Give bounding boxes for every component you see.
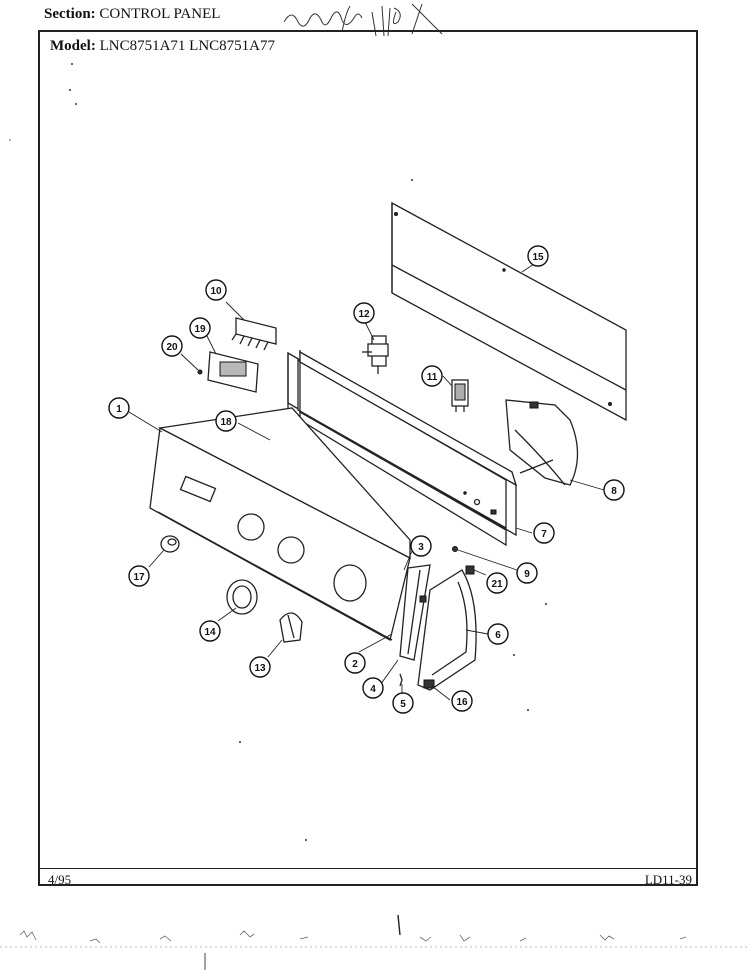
part-5-screw	[399, 673, 403, 687]
diagram-frame	[38, 30, 698, 886]
part-15-rear-panel	[391, 201, 627, 422]
svg-text:21: 21	[491, 579, 503, 590]
page-id: LD11-39	[644, 872, 692, 887]
callout-14: 14	[199, 620, 221, 642]
section-heading: Section: CONTROL PANEL	[44, 6, 220, 23]
part-17-knob	[160, 535, 180, 553]
callout-8: 8	[603, 479, 625, 501]
handwritten-signature	[283, 3, 443, 37]
svg-text:7: 7	[541, 529, 547, 540]
callout-16: 16	[451, 690, 473, 712]
section-value: CONTROL PANEL	[99, 6, 221, 22]
svg-text:19: 19	[194, 324, 206, 335]
callout-12: 12	[353, 302, 375, 324]
part-9-screw	[452, 546, 458, 552]
svg-text:4: 4	[370, 684, 376, 695]
callout-18: 18	[215, 410, 237, 432]
svg-text:11: 11	[427, 372, 438, 383]
svg-text:13: 13	[254, 663, 266, 674]
svg-text:18: 18	[220, 417, 232, 428]
part-16-clip	[423, 679, 435, 689]
callout-4: 4	[362, 677, 384, 699]
svg-text:20: 20	[166, 342, 178, 353]
revision-date: 4/95	[48, 872, 72, 887]
callout-2: 2	[344, 652, 366, 674]
model-label: Model:	[50, 38, 96, 54]
svg-text:6: 6	[495, 630, 501, 641]
model-heading: Model: LNC8751A71 LNC8751A77	[50, 38, 275, 55]
part-19-switch-bracket	[197, 351, 259, 393]
svg-text:3: 3	[418, 542, 424, 553]
callout-19: 19	[189, 317, 211, 339]
callout-6: 6	[487, 623, 509, 645]
callout-3: 3	[410, 535, 432, 557]
part-21-clip	[465, 565, 475, 575]
scan-noise-strip	[0, 914, 750, 970]
model-value: LNC8751A71 LNC8751A77	[99, 38, 275, 54]
leader-lines	[128, 263, 605, 701]
callout-11: 11	[421, 365, 443, 387]
callout-9: 9	[516, 562, 538, 584]
part-13-knob	[279, 612, 303, 643]
svg-text:2: 2	[352, 659, 358, 670]
callout-20: 20	[161, 335, 183, 357]
callout-13: 13	[249, 656, 271, 678]
svg-text:1: 1	[116, 404, 122, 415]
svg-text:9: 9	[524, 569, 530, 580]
svg-text:16: 16	[456, 697, 468, 708]
callout-1: 1	[108, 397, 130, 419]
part-12-switch	[362, 335, 389, 374]
svg-text:15: 15	[532, 252, 544, 263]
callout-10: 10	[205, 279, 227, 301]
part-11-relay	[451, 379, 469, 412]
callout-17: 17	[128, 565, 150, 587]
svg-text:17: 17	[133, 572, 145, 583]
part-14-knob	[226, 579, 258, 615]
callout-5: 5	[392, 692, 414, 714]
part-8-timer-assembly	[505, 399, 579, 486]
part-3-end-cap	[399, 564, 431, 661]
callout-21: 21	[486, 572, 508, 594]
part-7-back-panel	[287, 350, 518, 547]
part-10-terminal-block	[231, 317, 277, 351]
svg-text:10: 10	[210, 286, 222, 297]
callout-15: 15	[527, 245, 549, 267]
part-1-control-panel	[149, 407, 411, 641]
footer-rule	[38, 868, 698, 869]
section-label: Section:	[44, 6, 96, 22]
callout-7: 7	[533, 522, 555, 544]
scan-specks	[9, 63, 547, 841]
svg-text:14: 14	[204, 627, 216, 638]
svg-text:5: 5	[400, 699, 406, 710]
svg-text:12: 12	[358, 309, 370, 320]
svg-text:8: 8	[611, 486, 617, 497]
